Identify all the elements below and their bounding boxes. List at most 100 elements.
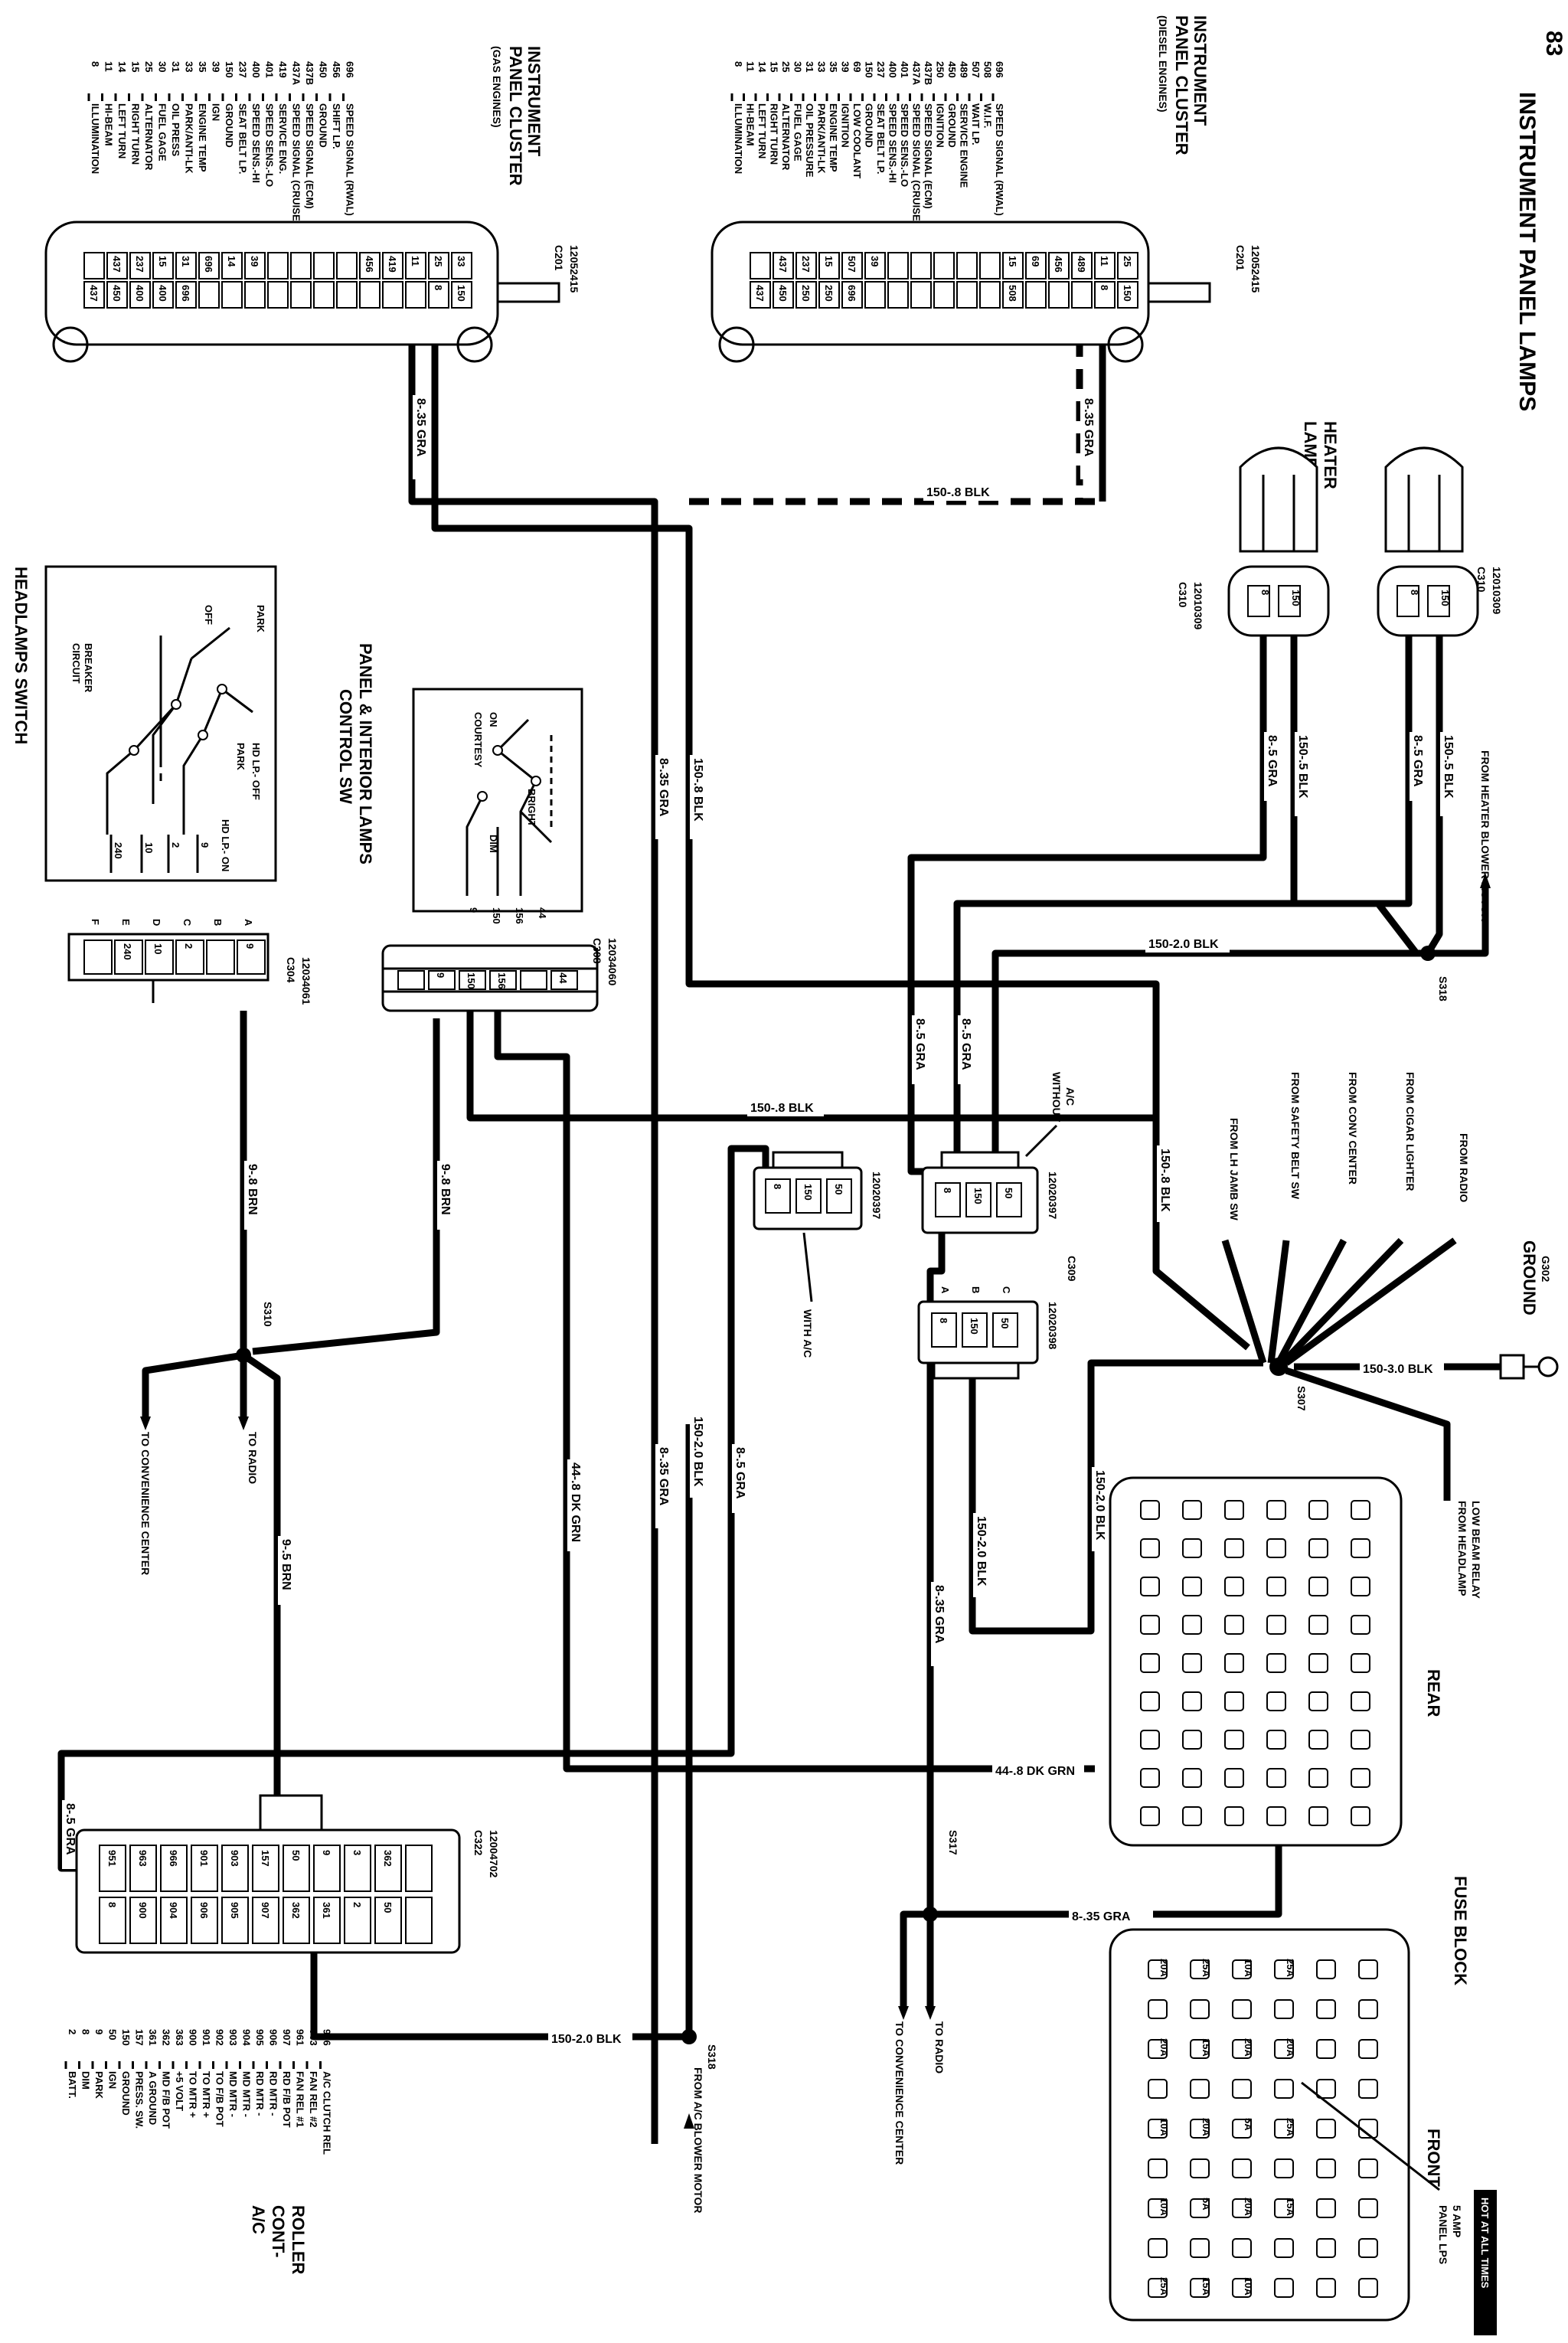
legend-circuit: 11 xyxy=(745,61,756,72)
ac-pin xyxy=(252,1897,279,1944)
fuse-rating: 25A xyxy=(1285,2118,1296,2136)
legend-circuit: 961 xyxy=(295,2029,306,2046)
c309-pin-label: 8 xyxy=(772,1184,783,1189)
c309-pin-label: 50 xyxy=(1003,1188,1014,1198)
ac-pin xyxy=(129,1897,157,1944)
connector-pin xyxy=(841,281,863,309)
legend-desc: SPEED SIGNAL (CRUISE) xyxy=(911,103,923,224)
c309-pin xyxy=(992,1312,1018,1348)
c309-with-ac-label: WITH A/C xyxy=(802,1309,814,1358)
connector-pin-label: 11 xyxy=(1099,256,1110,266)
ground-label: GROUND xyxy=(1520,1240,1539,1315)
legend-circuit: 489 xyxy=(959,61,970,78)
legend-circuit: 30 xyxy=(157,61,168,72)
legend-circuit: 966 xyxy=(322,2029,333,2046)
legend-circuit: 900 xyxy=(188,2029,199,2046)
connector-pin xyxy=(864,281,886,309)
ac-pin-label: 901 xyxy=(198,1850,210,1867)
connector-pin-label: 250 xyxy=(800,285,812,302)
connector-pin xyxy=(106,281,128,309)
legend-desc: BATT. xyxy=(67,2071,78,2099)
to-radio: TO RADIO xyxy=(247,1432,259,1484)
fuse-cavity xyxy=(1316,2079,1336,2099)
connector-pin xyxy=(1117,281,1138,309)
interior-sw-title2: CONTROL SW xyxy=(336,689,355,804)
ac-pin-label: 2 xyxy=(351,1902,363,1907)
connector-pin xyxy=(1002,281,1024,309)
wire-44-8grn xyxy=(494,1011,1095,1773)
fuse-cavity xyxy=(1266,1538,1286,1558)
legend-desc: PRESS. SW. xyxy=(134,2071,145,2129)
panel-lps-leader xyxy=(1301,2081,1440,2191)
interior-wire-9: 9 xyxy=(468,907,479,913)
diesel-cluster-mount-left xyxy=(718,326,755,363)
legend-circuit: 401 xyxy=(899,61,910,78)
wire-9-8brn-b xyxy=(252,1018,440,1355)
ac-pin-label: 963 xyxy=(137,1850,149,1867)
connector-pin-label: 419 xyxy=(387,256,398,273)
c309-pin xyxy=(962,1312,988,1348)
label-trunk-8-35gra: 8-.35 GRA xyxy=(657,758,670,817)
label-8-5gra-lower: 8-.5 GRA xyxy=(733,1447,746,1499)
legend-desc: TO F/B POT xyxy=(214,2071,226,2127)
headlamp-switch-title: HEADLAMPS SWITCH xyxy=(11,567,31,744)
headlamp-wire-10: 10 xyxy=(143,842,155,853)
heater-bulb-2 xyxy=(1384,446,1464,553)
fuse-cavity xyxy=(1224,1730,1244,1750)
fuse-cavity xyxy=(1182,1538,1202,1558)
gas-cluster-mount-left xyxy=(52,326,89,363)
legend-circuit: 8 xyxy=(90,61,101,67)
legend-circuit: 50 xyxy=(107,2029,119,2040)
fuse-cavity xyxy=(1351,1615,1370,1635)
legend-desc: IGNITION xyxy=(935,103,946,148)
ac-pin-label: 951 xyxy=(106,1850,118,1867)
ac-controller-title1: A/C xyxy=(249,2205,268,2234)
c308-pin-label: 9 xyxy=(435,972,446,978)
connector-pin-label: 15 xyxy=(157,256,168,266)
connector-pin xyxy=(336,252,358,279)
ac-pin-label: 907 xyxy=(260,1902,271,1919)
interior-sw-title1: PANEL & INTERIOR LAMPS xyxy=(356,643,375,864)
c309-pin xyxy=(765,1178,791,1214)
ac-pin-label: 50 xyxy=(290,1850,302,1861)
headlamp-switch: HEADLAMPS SWITCH CIRCUIT BREAKER OFF PAR… xyxy=(11,565,312,1005)
legend-desc: OIL PRESSURE xyxy=(804,103,815,178)
label-9-5brn: 9-.5 BRN xyxy=(279,1539,292,1590)
ac-pin xyxy=(252,1845,279,1892)
fuse-cavity xyxy=(1148,2198,1168,2218)
label-8-5gra-ac: 8-.5 GRA xyxy=(64,1803,77,1855)
connector-pin-label: 33 xyxy=(456,256,467,266)
heater-1-pin-8: 8 xyxy=(1259,590,1271,595)
from-cigar: FROM CIGAR LIGHTER xyxy=(1404,1072,1416,1191)
fuse-cavity xyxy=(1140,1691,1160,1711)
to-conv-center: TO CONVENIENCE CENTER xyxy=(139,1432,152,1575)
legend-desc: MD MTR - xyxy=(227,2071,239,2117)
diesel-cluster-conn: C201 xyxy=(1234,245,1246,271)
headlamp-wire-9: 9 xyxy=(199,842,211,848)
label-150-2blk-right: 150-2.0 BLK xyxy=(1093,1470,1106,1541)
fuse-cavity xyxy=(1274,2079,1294,2099)
fuse-cavity xyxy=(1316,2039,1336,2059)
legend-circuit: 150 xyxy=(864,61,875,78)
c308-row xyxy=(381,967,599,993)
c304-pin xyxy=(83,939,113,975)
fuse-cavity xyxy=(1308,1615,1328,1635)
fuse-block-rear-grid xyxy=(1140,1500,1370,1826)
fuse-block-rear xyxy=(1109,1476,1403,1847)
legend-desc: W.I.F. xyxy=(982,103,994,129)
legend-circuit: 902 xyxy=(214,2029,226,2046)
headlamp-label-park: PARK xyxy=(255,605,266,632)
fuse-cavity xyxy=(1182,1730,1202,1750)
heater-bulb-1 xyxy=(1239,446,1318,553)
ac-controller-latch xyxy=(259,1794,323,1832)
fuse-rating: 10A xyxy=(1158,2118,1170,2136)
connector-pin xyxy=(267,252,289,279)
connector-pin-label: 696 xyxy=(180,285,191,302)
fuse-cavity xyxy=(1190,2238,1210,2258)
from-headlamp-relay2: LOW BEAM RELAY xyxy=(1470,1501,1482,1599)
arrow-icon xyxy=(140,1417,151,1430)
c308-pin xyxy=(489,970,517,990)
legend-desc: DIM xyxy=(80,2071,92,2090)
